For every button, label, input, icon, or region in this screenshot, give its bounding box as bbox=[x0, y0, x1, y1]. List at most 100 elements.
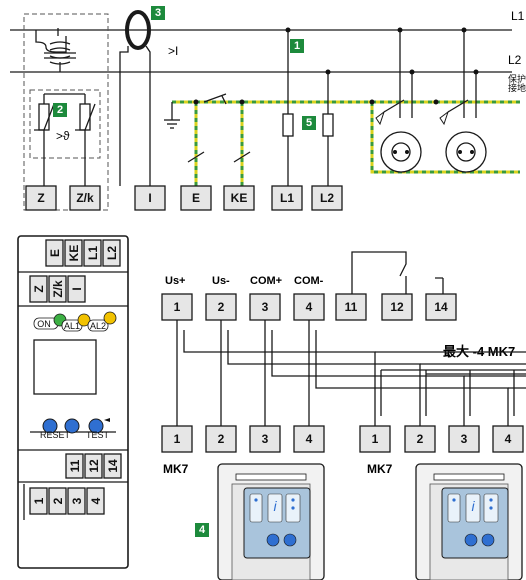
fuse-l2 bbox=[322, 69, 334, 186]
bus-terminal-4[interactable]: 4 bbox=[293, 293, 325, 321]
svg-text:2: 2 bbox=[218, 300, 225, 314]
bus-label-us-minus: Us- bbox=[212, 275, 230, 287]
svg-text:1: 1 bbox=[32, 497, 46, 504]
mk7-b-terminal-4[interactable]: 4 bbox=[492, 425, 524, 453]
bus-terminal-2[interactable]: 2 bbox=[205, 293, 237, 321]
module-terminal-l1: L1 bbox=[83, 239, 102, 267]
svg-text:4: 4 bbox=[89, 497, 103, 504]
svg-text:1: 1 bbox=[174, 300, 181, 314]
fuse-l1 bbox=[282, 27, 294, 186]
callout-3: 3 bbox=[151, 6, 165, 20]
module-terminal-11: 11 bbox=[65, 453, 84, 479]
info-icon: i bbox=[273, 498, 277, 514]
svg-text:4: 4 bbox=[306, 432, 313, 446]
svg-text:11: 11 bbox=[68, 459, 82, 472]
svg-text:TEST: TEST bbox=[86, 430, 110, 440]
mk7-a-terminal-3[interactable]: 3 bbox=[249, 425, 281, 453]
mk7-a-button-1[interactable] bbox=[266, 533, 280, 547]
svg-text:2: 2 bbox=[218, 432, 225, 446]
transformer bbox=[35, 28, 76, 72]
module-terminal-b3: 3 bbox=[67, 487, 86, 515]
mk7-device-b: i bbox=[415, 463, 523, 580]
svg-text:3: 3 bbox=[262, 300, 269, 314]
mk7-a-terminal-2[interactable]: 2 bbox=[205, 425, 237, 453]
svg-text:E: E bbox=[48, 249, 62, 257]
menu-button[interactable] bbox=[64, 418, 80, 434]
label-l1: L1 bbox=[511, 9, 525, 23]
module-terminal-b2: 2 bbox=[48, 487, 67, 515]
temp-symbol: >ϑ bbox=[56, 129, 70, 143]
svg-text:14: 14 bbox=[106, 459, 120, 473]
module-display bbox=[33, 339, 97, 395]
led-al2: AL2 bbox=[87, 311, 117, 332]
led-al1: AL1 bbox=[61, 313, 91, 332]
svg-text:1: 1 bbox=[294, 40, 300, 52]
callout-5: 5 bbox=[302, 116, 316, 130]
info-icon: i bbox=[471, 498, 475, 514]
svg-text:3: 3 bbox=[70, 497, 84, 504]
mk7-b-terminal-2[interactable]: 2 bbox=[404, 425, 436, 453]
reset-button[interactable] bbox=[42, 418, 58, 434]
svg-text:Z/k: Z/k bbox=[51, 280, 65, 298]
top-terminal-l1[interactable]: L1 bbox=[271, 185, 303, 211]
led-al2-light-icon bbox=[103, 311, 117, 325]
svg-text:1: 1 bbox=[372, 432, 379, 446]
module-terminal-b4: 4 bbox=[86, 487, 105, 515]
svg-text:4: 4 bbox=[199, 524, 206, 536]
svg-text:1: 1 bbox=[174, 432, 181, 446]
mk7-b-terminal-3[interactable]: 3 bbox=[448, 425, 480, 453]
svg-text:2: 2 bbox=[417, 432, 424, 446]
bus-terminal-1[interactable]: 1 bbox=[161, 293, 193, 321]
top-terminal-zk[interactable]: Z/k bbox=[69, 185, 101, 211]
relay-terminal-11[interactable]: 11 bbox=[335, 293, 367, 321]
bus-label-us-plus: Us+ bbox=[165, 275, 186, 287]
test-button[interactable] bbox=[88, 418, 104, 434]
mk7-b-button-1[interactable] bbox=[464, 533, 478, 547]
top-terminal-l2[interactable]: L2 bbox=[311, 185, 343, 211]
bus-terminal-3[interactable]: 3 bbox=[249, 293, 281, 321]
svg-text:3: 3 bbox=[262, 432, 269, 446]
top-terminal-e[interactable]: E bbox=[180, 185, 212, 211]
relay-symbol: >I bbox=[168, 44, 178, 58]
svg-text:L1: L1 bbox=[86, 246, 100, 260]
callout-4: 4 bbox=[195, 523, 209, 537]
module-terminal-z: Z bbox=[29, 275, 48, 303]
arrow-icon bbox=[104, 418, 110, 422]
mk7-device-a: i bbox=[217, 463, 325, 580]
svg-text:I: I bbox=[148, 191, 151, 205]
svg-text:L1: L1 bbox=[280, 191, 294, 205]
pe-note-2: 接地 bbox=[508, 82, 526, 93]
mk7-a-button-2[interactable] bbox=[283, 533, 297, 547]
ground-symbol bbox=[164, 102, 180, 129]
top-terminal-ke[interactable]: KE bbox=[223, 185, 255, 211]
top-terminal-i[interactable]: I bbox=[134, 185, 166, 211]
svg-text:KE: KE bbox=[67, 245, 81, 262]
module-terminal-12: 12 bbox=[84, 453, 103, 479]
module-terminal-ke: KE bbox=[64, 239, 83, 267]
mk7-b-button-2[interactable] bbox=[481, 533, 495, 547]
mk7-b-terminal-1[interactable]: 1 bbox=[359, 425, 391, 453]
svg-text:4: 4 bbox=[505, 432, 512, 446]
mk7-a-terminal-1[interactable]: 1 bbox=[161, 425, 193, 453]
svg-text:2: 2 bbox=[57, 104, 63, 116]
module-terminal-l2: L2 bbox=[102, 239, 121, 267]
svg-text:Z/k: Z/k bbox=[76, 191, 94, 205]
svg-text:ON: ON bbox=[37, 319, 51, 329]
relay-terminal-14[interactable]: 14 bbox=[425, 293, 457, 321]
current-transformer bbox=[119, 10, 151, 186]
top-terminal-z[interactable]: Z bbox=[25, 185, 57, 211]
svg-text:L2: L2 bbox=[320, 191, 334, 205]
module-terminal-b1: 1 bbox=[29, 487, 48, 515]
module-terminal-e: E bbox=[45, 239, 64, 267]
label-l2: L2 bbox=[508, 53, 522, 67]
thermistor-pair bbox=[34, 93, 96, 186]
relay-terminal-12[interactable]: 12 bbox=[381, 293, 413, 321]
mk7-a-terminal-4[interactable]: 4 bbox=[293, 425, 325, 453]
svg-text:Z: Z bbox=[37, 191, 44, 205]
module-buttons: RESET TEST bbox=[30, 418, 116, 440]
temp-dashed-box bbox=[29, 89, 101, 159]
mk7-label-a: MK7 bbox=[163, 462, 189, 476]
module-terminal-14: 14 bbox=[103, 453, 122, 479]
callout-1: 1 bbox=[290, 39, 304, 53]
